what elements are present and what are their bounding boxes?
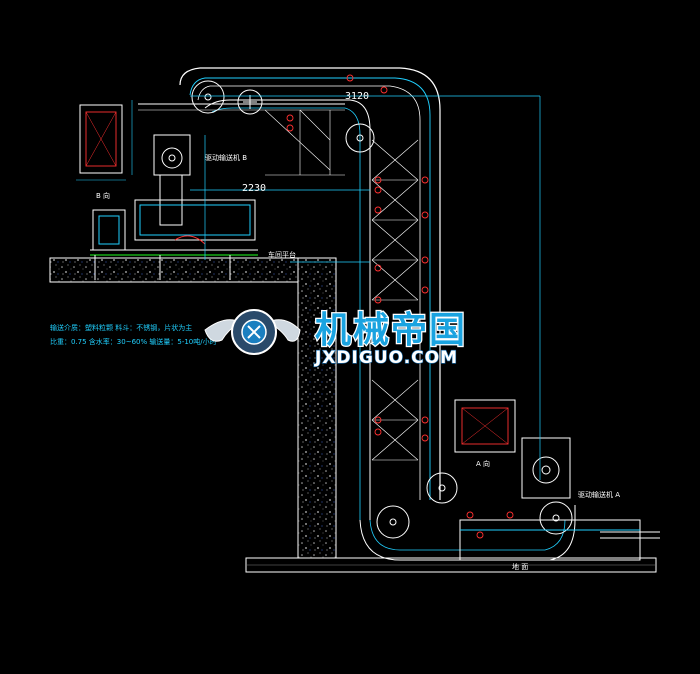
dimension-top-span: 3120 — [345, 91, 369, 102]
top-drive-unit — [90, 134, 258, 280]
concrete-wall — [297, 257, 337, 559]
bottom-sprocket-right — [539, 501, 573, 535]
spec-note-line2: 比重：0.75 含水率：30~60% 输送量：5-10吨/小时 — [50, 337, 217, 346]
dimension-lines — [190, 95, 541, 480]
label-top-drive: 驱动输送机 B — [205, 153, 247, 162]
corner-sprocket — [345, 123, 375, 153]
upper-platform-slab — [49, 257, 331, 283]
watermark-cn: 机械帝国 — [315, 310, 467, 351]
top-sprocket-middle — [237, 89, 263, 115]
spec-note-line1: 输送介质：塑料粒颗 料斗：不锈钢，片状为主 — [50, 323, 192, 332]
view-b-detail — [76, 100, 345, 181]
bottom-sprocket-left — [426, 472, 458, 504]
bottom-drive-unit — [459, 437, 660, 561]
dimension-mid-span: 2230 — [242, 183, 266, 194]
concrete-structure — [49, 257, 657, 573]
watermark-en: JXDIGUO.COM — [314, 348, 458, 368]
watermark-logo — [204, 309, 301, 355]
top-sprocket-left — [191, 80, 225, 114]
label-platform: 车间平台 — [268, 250, 296, 259]
view-a-detail — [454, 399, 516, 453]
label-view-a: A 向 — [476, 459, 490, 468]
label-ground: 地 面 — [512, 562, 528, 571]
conveyor-elevator — [179, 67, 576, 561]
bottom-sprocket-lower — [376, 505, 410, 539]
label-view-b: B 向 — [96, 191, 110, 200]
label-bottom-drive: 驱动输送机 A — [578, 490, 620, 499]
